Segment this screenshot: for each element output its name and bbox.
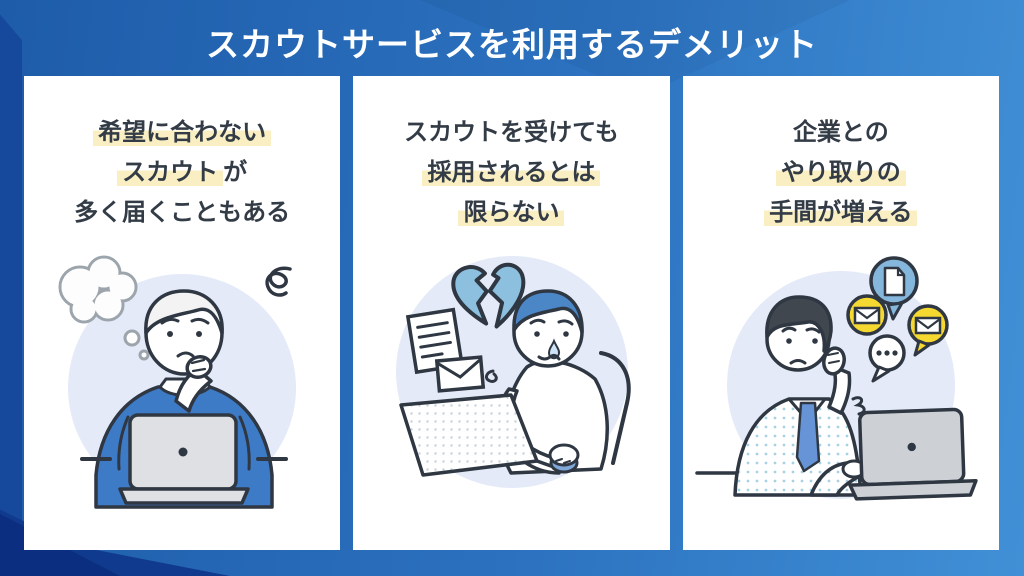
mail-bubble-icon: [846, 294, 888, 336]
laptop-icon: [118, 413, 250, 505]
illustration-thinking-person: [58, 255, 297, 509]
laptop-icon: [399, 393, 554, 477]
hand-on-chin: [174, 355, 213, 413]
squiggle-icon: [265, 266, 292, 297]
illustration-rejected-person: [396, 256, 632, 488]
page-title: スカウトサービスを利用するデメリット: [206, 26, 818, 63]
card-heading: 希望に合わない スカウトが 多く届くこともある: [24, 76, 340, 233]
document-bubble-icon: [869, 256, 919, 321]
background-left-accent-strip: [0, 14, 22, 576]
card-title-line: スカウトが: [24, 153, 340, 193]
hand-on-cheek: [821, 346, 852, 415]
card-heading: スカウトを受けても 採用されるとは 限らない: [353, 76, 669, 233]
card-title-line: やり取りの: [683, 153, 999, 193]
hand-on-mouse: [548, 443, 580, 467]
chair-icon: [599, 351, 632, 465]
cards-container: 希望に合わない スカウトが 多く届くこともある: [24, 76, 999, 550]
card-title-line: 限らない: [353, 193, 669, 233]
mail-bubble-icon: [907, 304, 949, 357]
card-unwanted-scouts: 希望に合わない スカウトが 多く届くこともある: [24, 76, 341, 550]
card-title-line: 採用されるとは: [353, 153, 669, 193]
card-title-line: スカウトを受けても: [404, 119, 619, 146]
typing-bubble-icon: [868, 334, 906, 383]
illustration-busy-businessman: [695, 256, 978, 501]
card-title-line: 多く届くこともある: [74, 199, 291, 226]
card-more-communication-effort: 企業との やり取りの 手間が増える: [682, 76, 999, 550]
card-title-line: 手間が増える: [683, 193, 999, 233]
card-heading: 企業との やり取りの 手間が増える: [683, 76, 999, 233]
card-no-hire-guarantee: スカウトを受けても 採用されるとは 限らない: [353, 76, 670, 550]
card-title-line: 企業との: [792, 119, 889, 146]
tie-icon: [795, 401, 821, 473]
person-head: [765, 295, 833, 372]
envelope-icon: [435, 355, 486, 393]
card-title-line: 希望に合わない: [24, 113, 340, 153]
broken-heart-icon: [451, 262, 526, 329]
curl-icon: [485, 369, 499, 383]
thought-bubble-icon: [58, 255, 150, 361]
laptop-icon: [848, 407, 978, 501]
person-head: [512, 289, 585, 368]
person-head: [144, 289, 224, 376]
tear-icon: [548, 338, 561, 360]
